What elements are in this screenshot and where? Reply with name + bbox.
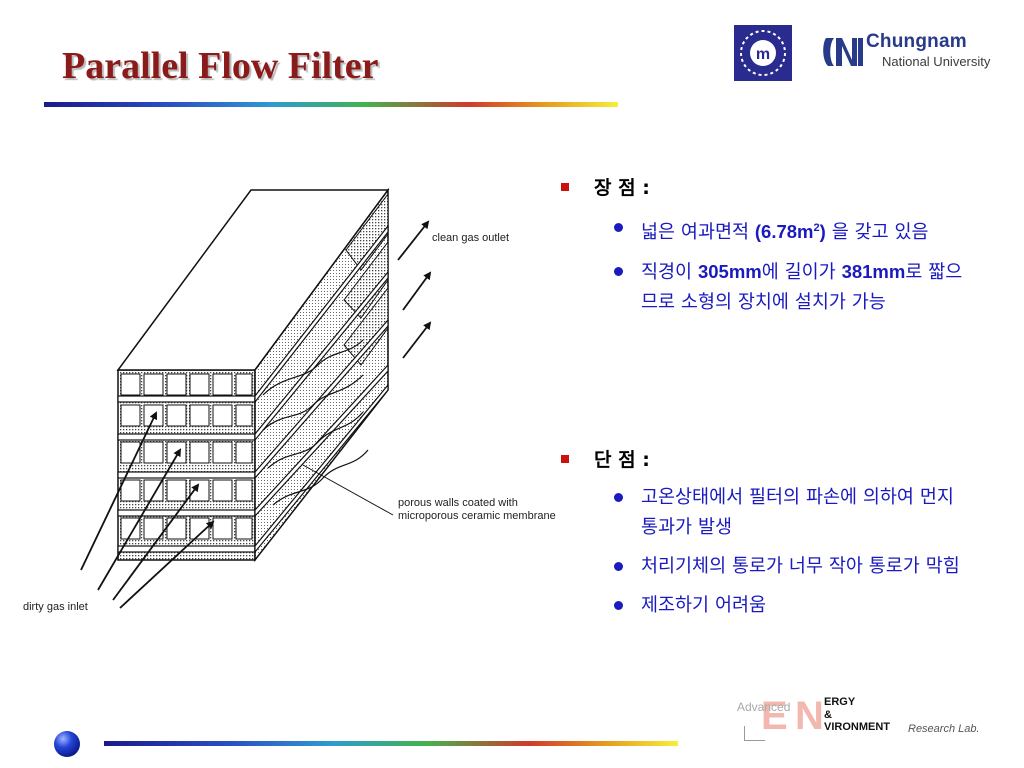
disadvantage-item-1: 고온상태에서 필터의 파손에 의하여 먼지통과가 발생 <box>614 483 969 543</box>
energy-environment-lab-logo: Advanced E N ERGY & VIRONMENT Research L… <box>736 692 1006 742</box>
lab-words: ERGY & VIRONMENT <box>824 696 890 733</box>
porous-walls-label-line2: microporous ceramic membrane <box>398 510 556 522</box>
page-title: Parallel Flow Filter <box>62 45 379 87</box>
university-name: Chungnam <box>866 31 967 52</box>
lab-advanced-text: Advanced <box>737 700 791 714</box>
disadvantages-heading: 단 점 : <box>560 445 650 472</box>
university-subtitle: National University <box>882 54 991 69</box>
advantage-item-1: 넓은 여과면적 (6.78m2) 을 갖고 있음 <box>614 213 969 248</box>
square-bullet-icon <box>561 454 569 463</box>
parallel-flow-filter-diagram: clean gas outlet porous walls coated wit… <box>18 180 558 630</box>
porous-walls-label-line1: porous walls coated with <box>398 497 518 509</box>
clean-gas-outlet-label: clean gas outlet <box>432 232 510 244</box>
filter-diagram-svg <box>80 187 432 609</box>
lab-logo-line <box>744 726 765 741</box>
disadvantages-list: 고온상태에서 필터의 파손에 의하여 먼지통과가 발생 처리기체의 통로가 너무… <box>614 483 969 630</box>
title-divider <box>44 102 618 107</box>
seal-mark: m <box>756 46 770 63</box>
disadvantage-item-2: 처리기체의 통로가 너무 작아 통로가 막힘 <box>614 552 969 582</box>
blue-sphere-icon <box>54 731 80 757</box>
advantages-heading-text: 장 점 : <box>594 177 650 199</box>
dirty-gas-inlet-label: dirty gas inlet <box>23 601 88 613</box>
lab-research-text: Research Lab. <box>908 723 980 735</box>
advantages-list: 넓은 여과면적 (6.78m2) 을 갖고 있음 직경이 305mm에 길이가 … <box>614 213 969 327</box>
square-bullet-icon <box>561 182 569 191</box>
university-seal-logo: m <box>734 25 792 81</box>
disadvantages-heading-text: 단 점 : <box>594 449 650 471</box>
footer-divider <box>104 741 678 746</box>
advantage-item-2: 직경이 305mm에 길이가 381mm로 짧으므로 소형의 장치에 설치가 가… <box>614 257 969 318</box>
cnu-mark-icon <box>823 38 863 66</box>
advantages-heading: 장 점 : <box>560 173 650 200</box>
lab-n-letter: N <box>795 694 824 738</box>
disadvantage-item-3: 제조하기 어려움 <box>614 591 969 621</box>
lab-e-letter: E <box>761 694 788 738</box>
chungnam-university-logo: Chungnam National University <box>815 28 995 78</box>
